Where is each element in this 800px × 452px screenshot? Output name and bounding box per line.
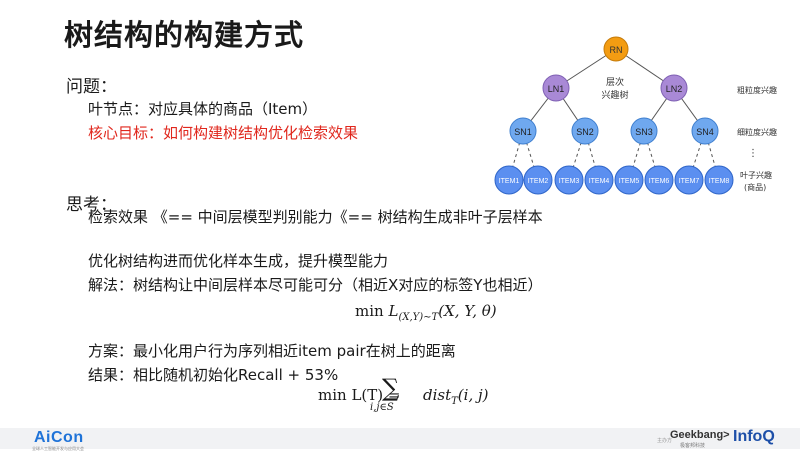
tree-label-line-1: 层次: [606, 76, 624, 88]
item-node-4: ITEM4: [584, 165, 614, 195]
aicon-logo: AiCon: [34, 429, 84, 446]
legend-ellipsis: ⋮: [748, 148, 758, 159]
footer-bar: [0, 428, 800, 449]
formula-min-loss: min L(X,Y)∼T(X, Y, θ): [355, 302, 497, 323]
legend-fine-interest: 细粒度兴趣: [737, 127, 777, 137]
svg-text:ITEM6: ITEM6: [649, 178, 670, 185]
sum-symbol: ∑: [382, 374, 400, 402]
svg-text:ITEM7: ITEM7: [679, 178, 700, 185]
tree-label-line-2: 兴趣树: [601, 89, 628, 101]
mid-node-ln2: LN2: [660, 74, 688, 102]
thinking-line-2: 优化树结构进而优化样本生成，提升模型能力: [88, 252, 389, 270]
sub-node-sn3: SN3: [630, 117, 658, 145]
thinking-heading: 思考：: [66, 195, 117, 215]
infoq-logo: InfoQ: [733, 428, 775, 445]
sub-node-sn4: SN4: [691, 117, 719, 145]
leaf-node-text: 叶节点：对应具体的商品（Item）: [88, 100, 318, 118]
thinking-line-5: 结果：相比随机初始化Recall + 53%: [88, 366, 339, 384]
item-node-1: ITEM1: [494, 165, 524, 195]
item-node-3: ITEM3: [554, 165, 584, 195]
organizer-label: 主办方: [657, 438, 673, 444]
svg-text:SN2: SN2: [576, 127, 594, 137]
legend-leaf-products: (商品): [744, 182, 766, 192]
thinking-line-1: 检索效果 《== 中间层模型判别能力《== 树结构生成非叶子层样本: [88, 208, 543, 226]
sub-node-sn1: SN1: [509, 117, 537, 145]
thinking-line-3: 解法：树结构让中间层样本尽可能可分（相近X对应的标签Y也相近）: [88, 276, 543, 294]
formula-tree-distance-lhs: min L(T) =: [318, 386, 401, 404]
geekbang-logo: Geekbang>: [670, 429, 730, 441]
svg-text:ITEM4: ITEM4: [589, 178, 610, 185]
item-node-7: ITEM7: [674, 165, 704, 195]
item-node-8: ITEM8: [704, 165, 734, 195]
svg-text:ITEM8: ITEM8: [709, 178, 730, 185]
svg-text:LN2: LN2: [666, 84, 683, 94]
svg-text:SN4: SN4: [696, 127, 714, 137]
question-heading: 问题：: [66, 77, 117, 97]
item-node-5: ITEM5: [614, 165, 644, 195]
legend-coarse-interest: 粗粒度兴趣: [737, 85, 777, 95]
legend-leaf-interest: 叶子兴趣: [740, 170, 772, 180]
svg-text:ITEM5: ITEM5: [619, 178, 640, 185]
item-node-2: ITEM2: [523, 165, 553, 195]
svg-text:ITEM2: ITEM2: [528, 178, 549, 185]
mid-node-ln1: LN1: [542, 74, 570, 102]
page-title: 树结构的构建方式: [64, 18, 305, 52]
sub-node-sn2: SN2: [571, 117, 599, 145]
thinking-line-4: 方案：最小化用户行为序列相近item pair在树上的距离: [88, 342, 456, 360]
svg-text:SN3: SN3: [635, 127, 653, 137]
svg-text:LN1: LN1: [548, 84, 565, 94]
root-node: RN: [603, 36, 629, 62]
svg-text:ITEM1: ITEM1: [499, 178, 520, 185]
hierarchical-interest-tree: RN LN1 LN2 层次 兴趣树 SN1 SN2 SN3 SN4 ITEM1 …: [494, 36, 777, 195]
svg-text:ITEM3: ITEM3: [559, 178, 580, 185]
svg-text:RN: RN: [610, 45, 623, 55]
formula-tree-distance-rhs: distT(i, j): [423, 386, 489, 407]
core-goal-text: 核心目标：如何构建树结构优化检索效果: [88, 124, 359, 142]
aicon-logo-subtitle: 全球人工智能开发与应用大会: [32, 446, 84, 451]
svg-text:SN1: SN1: [514, 127, 532, 137]
sum-subscript: i,j∈S: [370, 402, 394, 413]
item-node-6: ITEM6: [644, 165, 674, 195]
geekbang-logo-subtitle: 极客邦科技: [680, 443, 706, 449]
